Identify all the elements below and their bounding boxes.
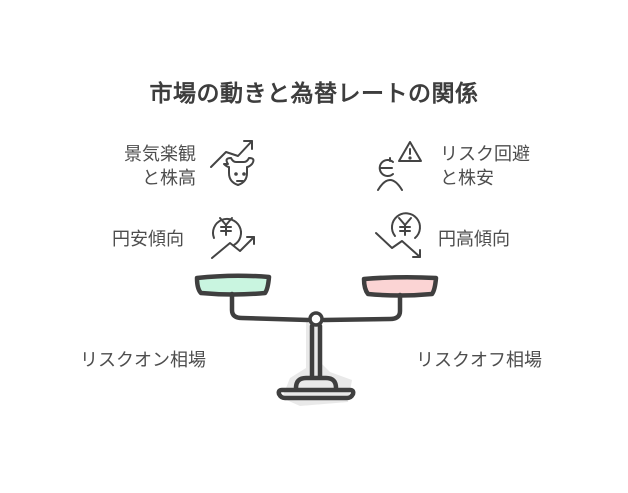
right-sentiment-label: リスク回避 と株安 bbox=[440, 143, 530, 191]
right-sentiment-line1: リスク回避 bbox=[440, 144, 530, 165]
yen-trend-up-icon bbox=[211, 217, 255, 259]
bull-chart-up-icon bbox=[210, 140, 255, 186]
left-sentiment-line1: 景気楽観 bbox=[124, 144, 196, 165]
left-market-label: リスクオン相場 bbox=[80, 350, 206, 371]
right-currency-label: 円高傾向 bbox=[438, 229, 510, 250]
yen-trend-down-icon bbox=[375, 212, 421, 258]
left-sentiment-label: 景気楽観 と株高 bbox=[100, 143, 196, 191]
diagram-title: 市場の動きと為替レートの関係 bbox=[149, 81, 479, 107]
person-warning-icon bbox=[377, 141, 422, 191]
right-market-label: リスクオフ相場 bbox=[416, 350, 542, 371]
balance-scale-icon bbox=[194, 273, 439, 406]
right-sentiment-line2: と株安 bbox=[440, 168, 494, 189]
left-sentiment-line2: と株高 bbox=[142, 168, 196, 189]
left-currency-label: 円安傾向 bbox=[112, 229, 184, 250]
